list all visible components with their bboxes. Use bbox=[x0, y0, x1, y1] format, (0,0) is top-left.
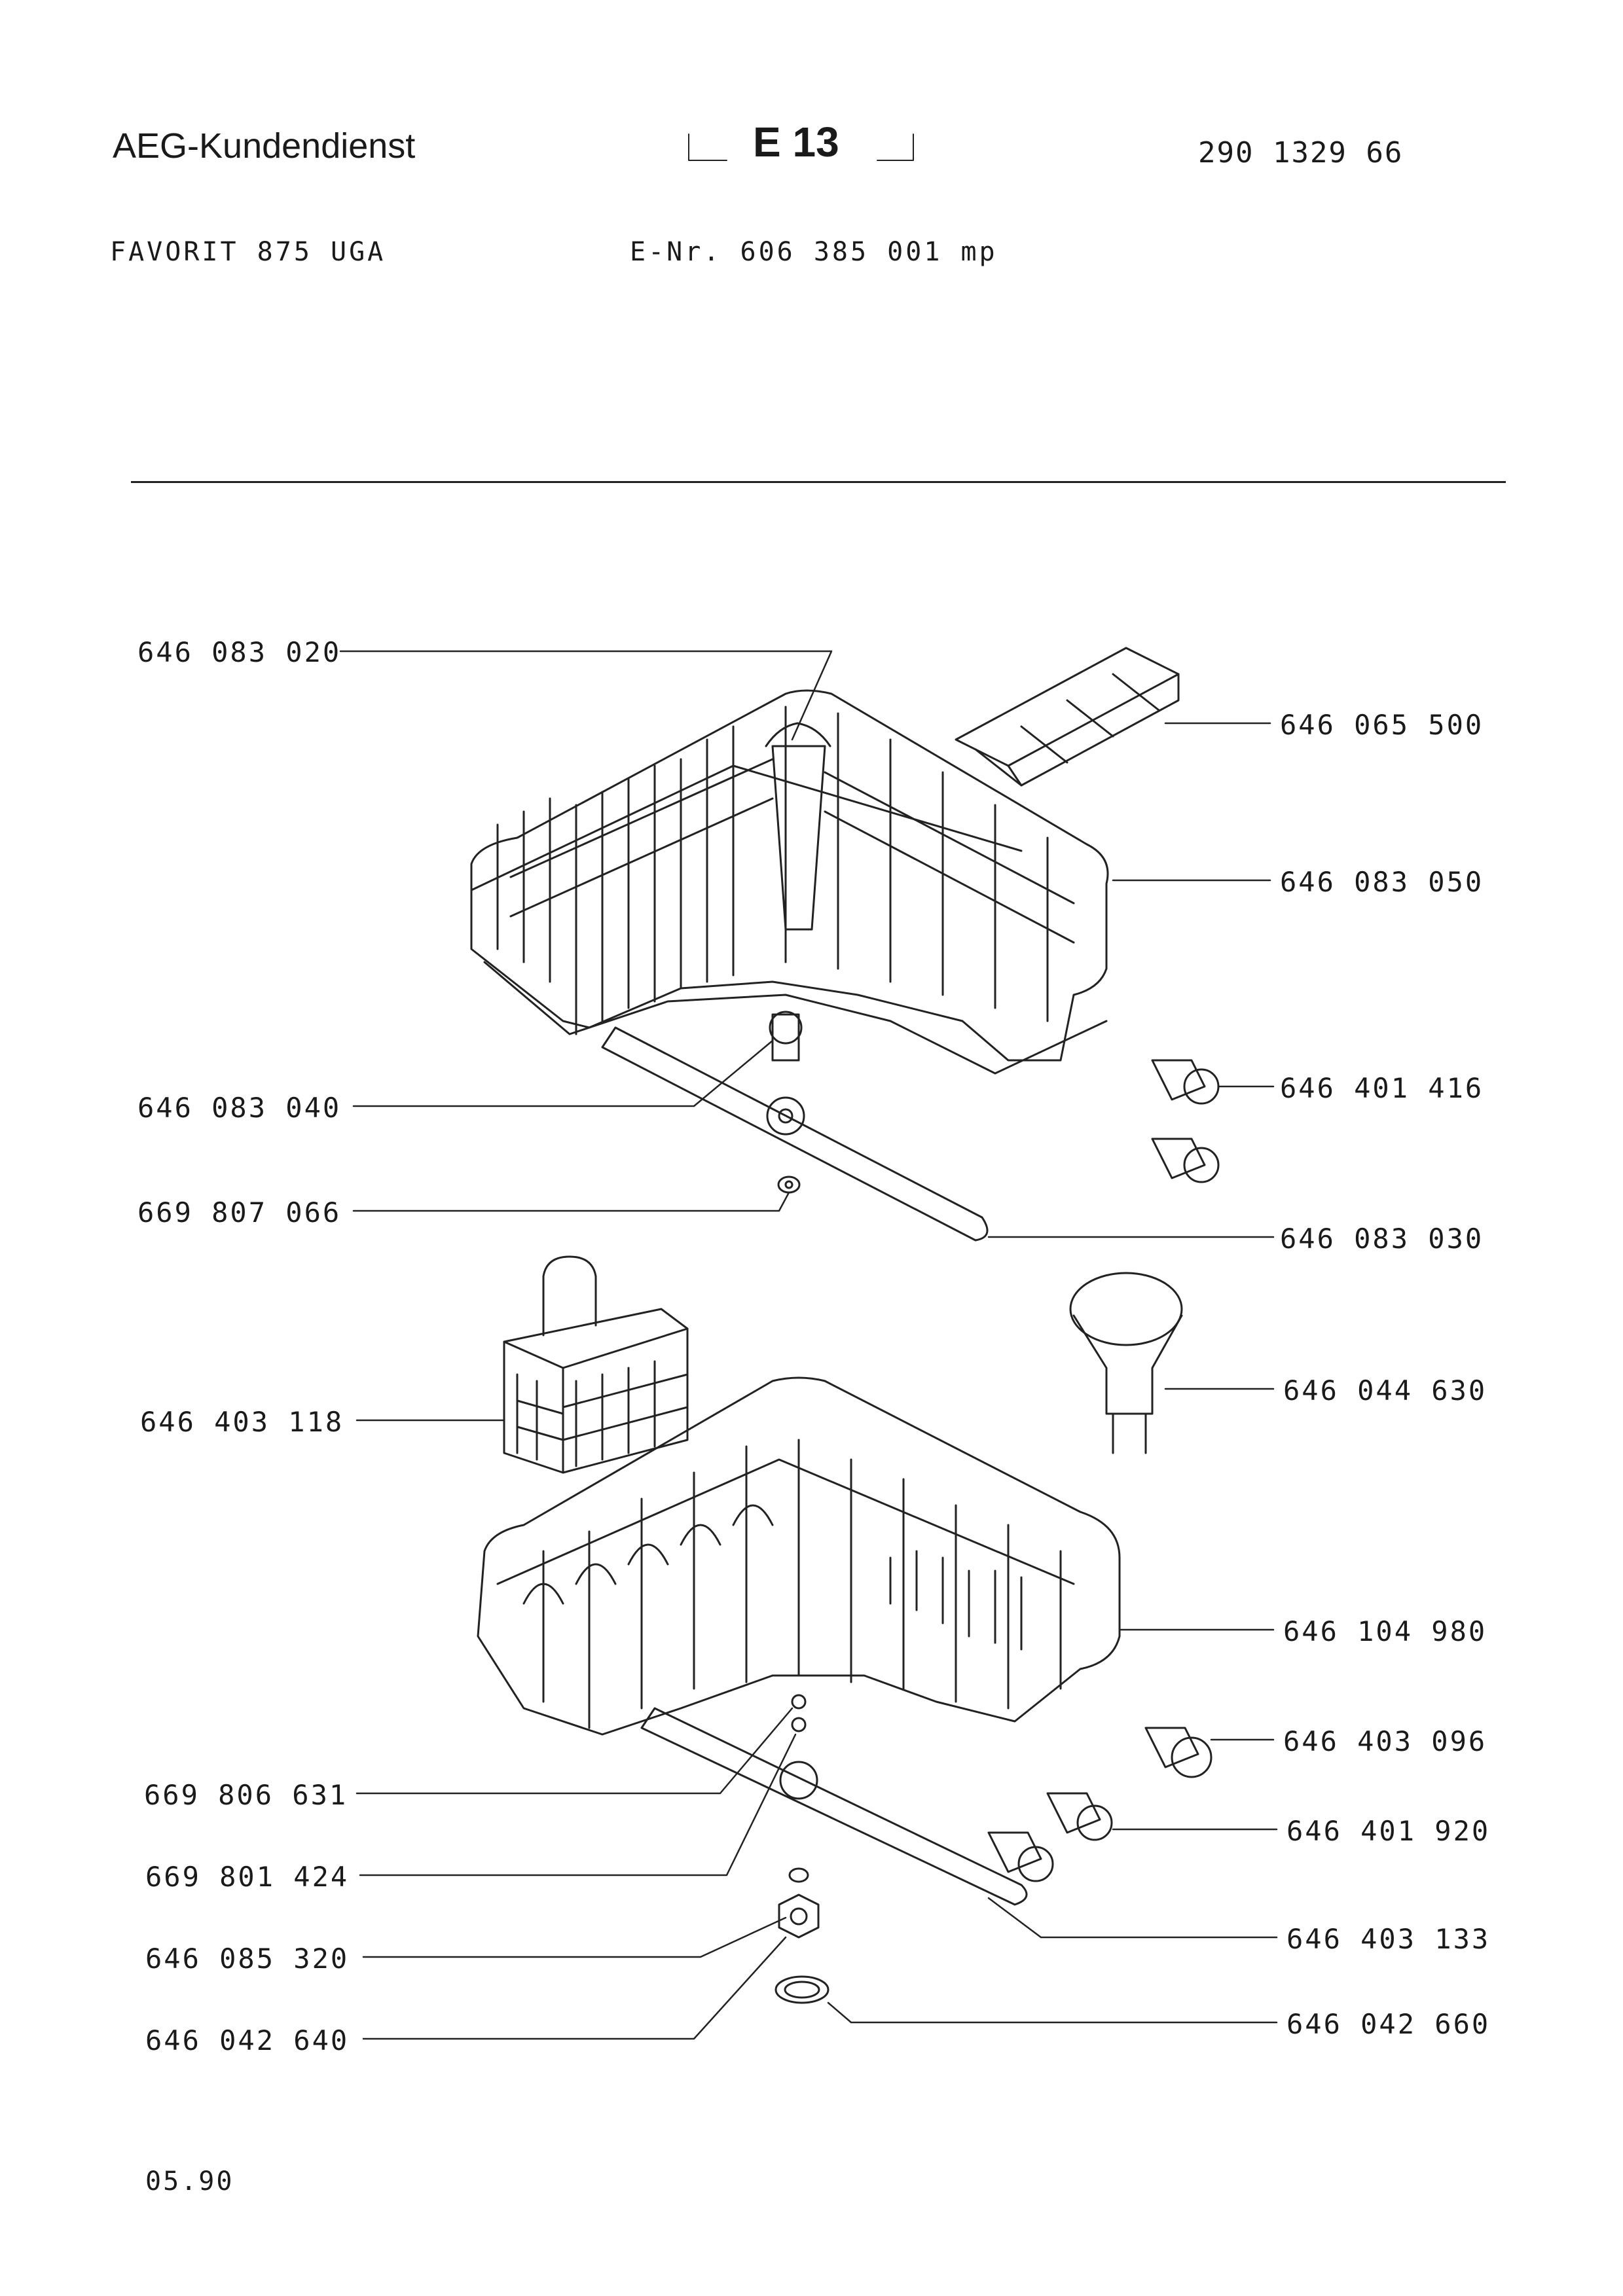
part-label-right: 646 401 920 bbox=[1286, 1815, 1491, 1847]
part-label-left: 646 083 020 bbox=[137, 636, 342, 668]
cup-rack bbox=[955, 647, 1180, 787]
leader-lines-left bbox=[339, 650, 833, 2040]
lower-spray-arm bbox=[640, 1694, 1028, 1906]
leader-lines-right bbox=[827, 722, 1278, 2024]
document-number: 290 1329 66 bbox=[1198, 136, 1404, 170]
part-label-right: 646 403 133 bbox=[1286, 1923, 1491, 1955]
part-label-left: 669 801 424 bbox=[145, 1861, 350, 1893]
sheet-frame-marks bbox=[688, 134, 914, 161]
part-label-left: 646 083 040 bbox=[137, 1092, 342, 1124]
cutlery-basket bbox=[503, 1255, 689, 1474]
part-label-right: 646 104 980 bbox=[1283, 1615, 1487, 1647]
model-name: FAVORIT 875 UGA bbox=[110, 237, 386, 267]
part-label-right: 646 403 096 bbox=[1283, 1725, 1487, 1757]
e-number: E-Nr. 606 385 001 mp bbox=[630, 237, 998, 267]
part-label-left: 646 042 640 bbox=[145, 2024, 350, 2056]
part-label-left: 646 403 118 bbox=[140, 1406, 344, 1438]
part-label-right: 646 401 416 bbox=[1280, 1072, 1484, 1104]
upper-basket-rollers bbox=[1151, 1059, 1220, 1183]
nut-and-seal bbox=[775, 1893, 830, 2004]
part-label-right: 646 065 500 bbox=[1280, 709, 1484, 741]
part-label-right: 646 044 630 bbox=[1283, 1374, 1487, 1407]
header-divider bbox=[131, 481, 1506, 483]
funnel bbox=[1069, 1272, 1183, 1454]
part-label-right: 646 083 030 bbox=[1280, 1223, 1484, 1255]
part-label-left: 669 806 631 bbox=[144, 1779, 348, 1811]
lower-basket-rollers bbox=[987, 1727, 1213, 1882]
upper-basket bbox=[470, 689, 1109, 1075]
revision-date: 05.90 bbox=[145, 2166, 234, 2197]
part-label-right: 646 083 050 bbox=[1280, 866, 1484, 898]
part-label-left: 669 807 066 bbox=[137, 1196, 342, 1229]
brand-title: AEG-Kundendienst bbox=[113, 126, 416, 166]
upper-spray-arm bbox=[601, 1011, 989, 1242]
lower-basket bbox=[477, 1376, 1121, 1736]
part-label-right: 646 042 660 bbox=[1286, 2008, 1491, 2040]
part-label-left: 646 085 320 bbox=[145, 1943, 350, 1975]
sheet-number: E 13 bbox=[753, 118, 839, 166]
